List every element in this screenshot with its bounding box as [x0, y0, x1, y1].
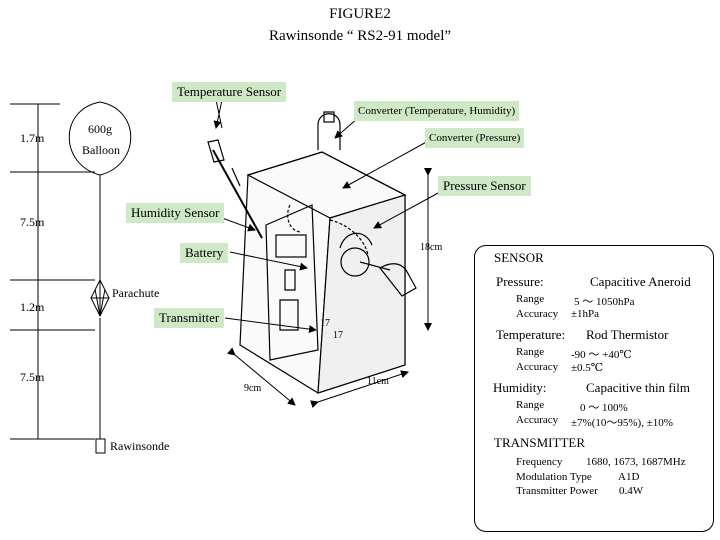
- distance-label-1: 1.7m: [20, 131, 45, 145]
- pressure-range-label: Range: [516, 293, 545, 305]
- humidity-type: Capacitive thin film: [586, 380, 690, 395]
- callout-transmitter: Transmitter: [154, 308, 225, 328]
- distance-label-4: 7.5m: [20, 370, 45, 384]
- modulation-label: Modulation Type: [516, 471, 592, 483]
- figure-title: Rawinsonde “ RS2-91 model”: [268, 28, 452, 44]
- dimension-lines: [227, 168, 432, 409]
- balloon-shape: [68, 101, 132, 176]
- power-value: 0.4W: [619, 485, 644, 497]
- arrow-transmitter: [224, 317, 317, 334]
- arrow-converter-th: [334, 117, 359, 139]
- dimension-width: 9cm: [244, 383, 262, 394]
- pressure-type: Capacitive Aneroid: [590, 274, 691, 289]
- dimension-height: 18cm: [420, 242, 443, 253]
- parachute-shape: [90, 278, 110, 318]
- callout-pressure-sensor: Pressure Sensor: [438, 176, 531, 196]
- arrow-temperature: [213, 99, 223, 129]
- balloon-weight: 600g: [88, 122, 112, 136]
- sensor-heading: SENSOR: [494, 250, 544, 265]
- humidity-name: Humidity:: [493, 380, 547, 395]
- callout-converter-pressure: Converter (Pressure): [425, 128, 525, 148]
- humidity-accuracy-value: ±7%(10〜95%), ±10%: [571, 417, 673, 429]
- frequency-value: 1680, 1673, 1687MHz: [586, 456, 686, 468]
- transmitter-heading: TRANSMITTER: [494, 435, 585, 450]
- temperature-range-label: Range: [516, 346, 545, 358]
- humidity-accuracy-label: Accuracy: [516, 414, 559, 426]
- temperature-name: Temperature:: [496, 327, 566, 342]
- distance-label-3: 1.2m: [20, 300, 45, 314]
- rawinsonde-label: Rawinsonde: [110, 439, 170, 453]
- figure-number: FIGURE2: [329, 6, 391, 22]
- humidity-range-label: Range: [516, 399, 545, 411]
- callout-temperature-sensor: Temperature Sensor: [172, 82, 287, 102]
- callout-battery: Battery: [180, 243, 229, 263]
- marker-a: 17: [320, 318, 330, 329]
- pressure-accuracy-value: ±1hPa: [571, 308, 600, 320]
- temperature-accuracy-label: Accuracy: [516, 361, 559, 373]
- frequency-label: Frequency: [516, 456, 563, 468]
- instrument-drawing: [207, 111, 417, 394]
- temperature-type: Rod Thermistor: [586, 327, 669, 342]
- pressure-name: Pressure:: [496, 274, 544, 289]
- specification-panel: [474, 245, 714, 532]
- temperature-accuracy-value: ±0.5℃: [571, 362, 604, 374]
- pressure-range-value: 5 〜 1050hPa: [574, 296, 635, 308]
- humidity-range-value: 0 〜 100%: [580, 402, 628, 414]
- dimension-depth: 11cm: [367, 376, 389, 387]
- rawinsonde-mini-box: [95, 438, 106, 454]
- callout-humidity-sensor: Humidity Sensor: [126, 203, 225, 223]
- parachute-label: Parachute: [112, 286, 160, 300]
- temperature-range-value: -90 〜 +40℃: [571, 349, 632, 361]
- pressure-accuracy-label: Accuracy: [516, 308, 559, 320]
- power-label: Transmitter Power: [516, 485, 598, 497]
- marker-b: 17: [333, 330, 343, 341]
- callout-converter-temp-humidity: Converter (Temperature, Humidity): [354, 101, 520, 121]
- modulation-value: A1D: [618, 471, 640, 483]
- distance-label-2: 7.5m: [20, 215, 45, 229]
- arrow-battery: [229, 251, 308, 271]
- arrow-converter-p: [342, 139, 431, 189]
- balloon-label: Balloon: [82, 143, 120, 157]
